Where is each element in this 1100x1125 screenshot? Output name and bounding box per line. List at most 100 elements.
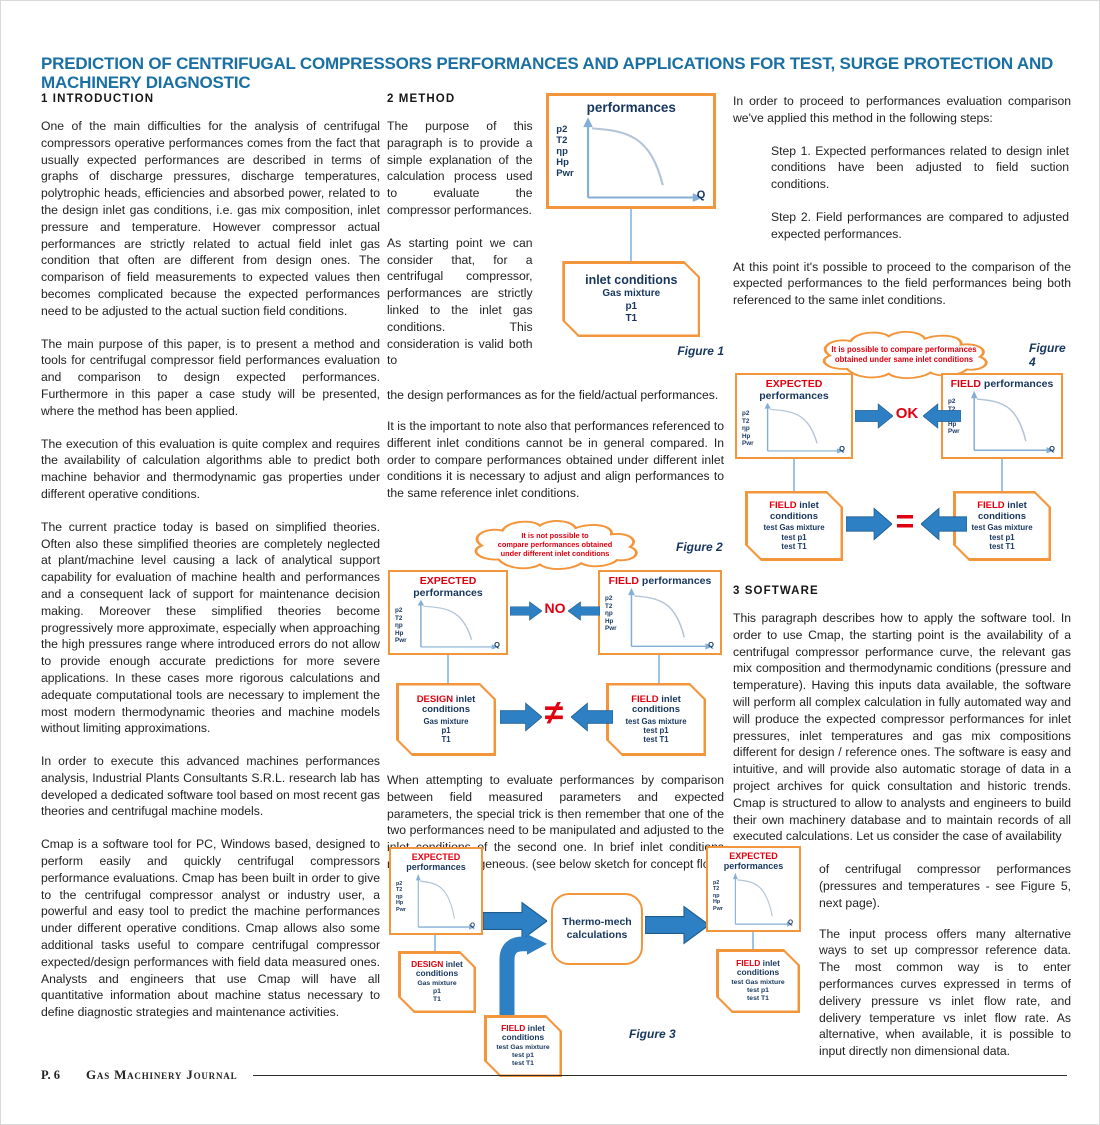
field-inlet-lines: test Gas mixture test p1 test T1 [971, 523, 1033, 551]
intro-paragraph: The current practice today is based on s… [41, 519, 380, 736]
expected-tag: EXPECTED [411, 852, 461, 862]
elbow-arrow-icon [499, 934, 547, 1018]
fig2-cloud-text: It is not possible to compare performanc… [497, 531, 613, 559]
step-1: Step 1. Expected performances related to… [771, 143, 1069, 192]
fig3-thermo-mech-box: Thermo-mech calculations [551, 893, 643, 965]
performances-label: performances [983, 377, 1054, 390]
fig2-field-performances-box: FIELD performances p2 T2 ηp Hp Pwr Q [598, 569, 722, 655]
field-inlet-lines: test Gas mixture test p1 test T1 [731, 978, 785, 1002]
fig4-connector-line [1001, 458, 1003, 491]
software-paragraph-continuation: of centrifugal compressor performances (… [819, 862, 1071, 910]
fig1-performances-box: performances p2 T2 ηp Hp Pwr Q [546, 93, 717, 209]
fig1-inlet-conditions-box: inlet conditions Gas mixture p1 T1 [562, 261, 700, 337]
arrow-left-icon [923, 403, 961, 429]
fig1-performance-graph: p2 T2 ηp Hp Pwr Q [555, 115, 707, 202]
design-tag: DESIGN [411, 959, 444, 970]
graph-x-label: Q [696, 189, 706, 201]
graph-y-labels: p2 T2 ηp Hp Pwr [605, 595, 617, 633]
figure-4-caption: Figure 4 [1029, 340, 1066, 369]
graph-y-labels: p2 T2 ηp Hp Pwr [713, 879, 723, 913]
inlet-conditions-label: inlet conditions [631, 693, 681, 716]
performance-curve-chart [970, 390, 1055, 454]
fig2-not-equal-sign: ≠ [544, 693, 564, 732]
field-tag: FIELD [977, 500, 1005, 512]
fig4-field-inlet-box-right: FIELD inlet conditions test Gas mixture … [953, 491, 1051, 561]
fig2-verdict-no: NO [544, 599, 566, 616]
design-inlet-lines: Gas mixture p1 T1 [423, 716, 469, 745]
performances-label: performances [641, 574, 712, 587]
arrow-right-icon [645, 905, 709, 945]
figure-4: It is possible to compare performances o… [733, 325, 1071, 571]
intro-paragraph: The execution of this evaluation is quit… [41, 436, 380, 501]
fig3-design-inlet-box: DESIGN inlet conditions Gas mixture p1 T… [398, 951, 476, 1013]
steps-paragraph: In order to proceed to performances eval… [733, 94, 1071, 125]
fig3-connector-line [752, 932, 754, 949]
fig1-gas-mixture-label: Gas mixture [602, 288, 661, 300]
column-method: 2 METHOD The purpose of this paragraph i… [387, 93, 724, 889]
fig4-cloud-text: It is possible to compare performances o… [831, 344, 977, 364]
inlet-conditions-label: inlet conditions [769, 500, 819, 522]
figure-2-caption: Figure 2 [676, 539, 723, 554]
fig1-performances-label: performances [586, 100, 676, 115]
column-steps-software: In order to proceed to performances eval… [733, 93, 1071, 1076]
fig3-connector-line [434, 935, 436, 951]
fig2-cloud-callout: It is not possible to compare performanc… [461, 518, 649, 572]
method-paragraph: As starting point we can consider that, … [387, 235, 533, 368]
graph-x-label: Q [469, 922, 475, 929]
arrow-left-icon [568, 601, 600, 621]
fig4-equal-sign: = [895, 502, 915, 539]
field-tag: FIELD [608, 574, 639, 587]
arrow-right-icon [846, 507, 892, 541]
fig4-field-performances-box: FIELD performances p2 T2 ηp Hp Pwr Q [941, 372, 1063, 459]
performances-label: performances [723, 861, 784, 872]
software-paragraph: This paragraph describes how to apply th… [733, 610, 1071, 844]
page-number: P. 6 [41, 1067, 60, 1082]
inlet-conditions-label: inlet conditions [501, 1023, 545, 1043]
fig1-inlet-lines: p1 T1 [625, 301, 638, 324]
graph-y-labels: p2 T2 ηp Hp Pwr [396, 880, 406, 914]
performance-curve-chart [416, 599, 500, 650]
field-inlet-lines: test Gas mixture test p1 test T1 [763, 523, 825, 551]
field-tag: FIELD [769, 500, 797, 512]
method-paragraph: It is the important to note also that pe… [387, 418, 724, 501]
performance-curve-chart [627, 587, 714, 650]
graph-y-labels: p2 T2 ηp Hp Pwr [395, 607, 407, 645]
arrow-left-icon [571, 702, 613, 732]
figure-1: performances p2 T2 ηp Hp Pwr Q inlet con… [539, 93, 724, 385]
graph-y-labels: p2 T2 ηp Hp Pwr [742, 410, 754, 448]
fig2-field-inlet-box: FIELD inlet conditions test Gas mixture … [606, 683, 706, 756]
steps-list: Step 1. Expected performances related to… [771, 143, 1069, 243]
fig4-cloud-callout: It is possible to compare performances o… [809, 329, 999, 381]
arrow-right-icon [510, 601, 542, 621]
figure-3-caption: Figure 3 [629, 1027, 676, 1041]
column-introduction: 1 INTRODUCTION One of the main difficult… [41, 93, 380, 1037]
footer-rule [253, 1074, 1067, 1076]
performance-curve-chart [582, 115, 706, 202]
inlet-conditions-label: inlet conditions [736, 958, 780, 978]
fig4-connector-line [793, 458, 795, 491]
section-heading-software: 3 SOFTWARE [733, 584, 819, 597]
section-heading-method: 2 METHOD [387, 93, 456, 105]
figure-3-overlap-spacer [733, 861, 819, 1076]
arrow-left-icon [921, 507, 967, 541]
design-inlet-lines: Gas mixture p1 T1 [417, 979, 457, 1003]
field-tag: FIELD [631, 693, 659, 705]
section-heading-introduction: 1 INTRODUCTION [41, 93, 155, 105]
journal-name: Gas Machinery Journal [86, 1067, 238, 1082]
method-text: 2 METHOD The purpose of this paragraph i… [387, 93, 533, 385]
performances-label: performances [406, 862, 466, 873]
fig1-inlet-title: inlet conditions [585, 273, 678, 288]
intro-paragraph: Cmap is a software tool for PC, Windows … [41, 837, 380, 1020]
design-tag: DESIGN [416, 693, 454, 705]
graph-y-labels: p2 T2 ηp Hp Pwr [556, 123, 574, 179]
fig1-connector-line [630, 209, 633, 261]
performance-curve-chart [763, 402, 845, 454]
performances-label: performances [759, 390, 829, 403]
arrow-right-icon [500, 702, 542, 732]
page-title: PREDICTION OF CENTRIFUGAL COMPRESSORS PE… [41, 54, 1054, 92]
expected-tag: EXPECTED [765, 377, 823, 390]
